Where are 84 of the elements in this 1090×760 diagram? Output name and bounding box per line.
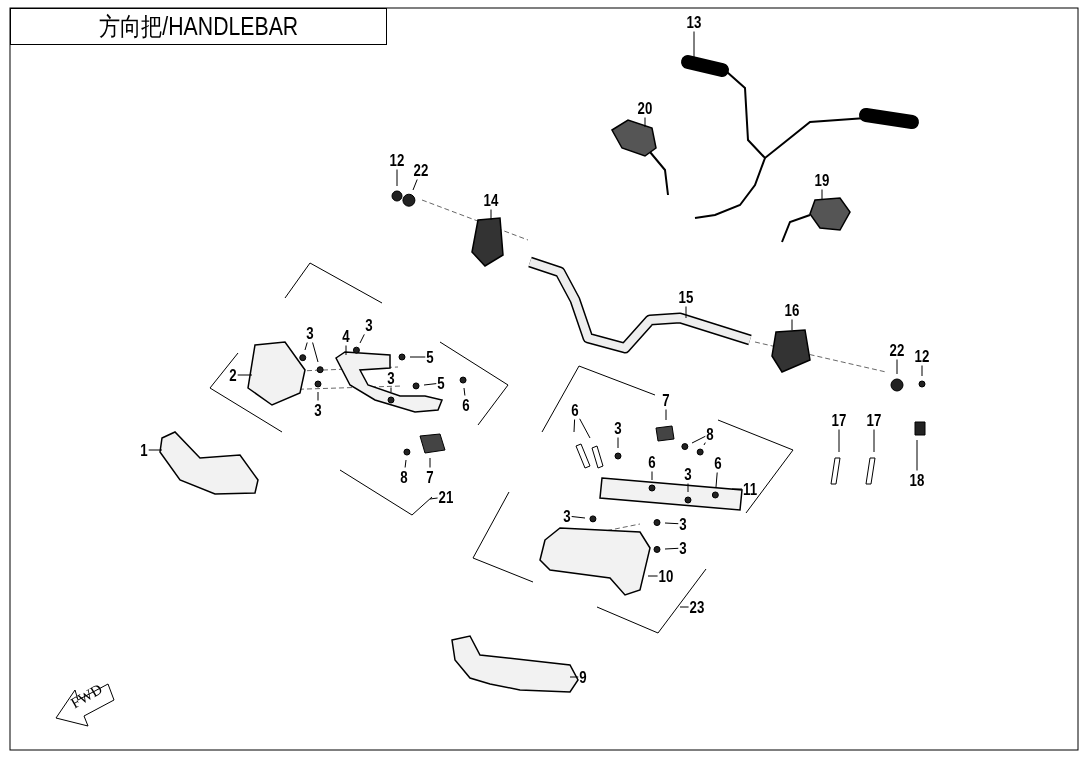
callout-number: 5: [426, 348, 434, 366]
callout-number: 17: [831, 411, 847, 429]
leader-line: [703, 442, 706, 446]
callout-number: 18: [909, 471, 925, 489]
leader-line: [304, 342, 308, 351]
callout-number: 21: [438, 488, 454, 506]
leader-line: [679, 606, 690, 608]
leader-line: [571, 516, 586, 519]
leader-line: [916, 439, 918, 471]
leader-line: [390, 387, 392, 393]
leader-line: [312, 342, 319, 363]
leader-line: [429, 497, 439, 500]
leader-line: [664, 522, 679, 525]
leader-line: [404, 459, 407, 468]
leader-line: [665, 409, 667, 421]
leader-line: [490, 209, 492, 221]
callout-number: 8: [400, 468, 408, 486]
callout-number: 12: [389, 151, 405, 169]
leader-line: [579, 418, 591, 439]
callout-number: 7: [662, 391, 670, 409]
callout-number: 5: [437, 374, 445, 392]
leader-line: [896, 359, 898, 375]
callout-number: 3: [365, 316, 373, 334]
leader-line: [409, 356, 426, 358]
leader-line: [791, 319, 793, 331]
leader-line: [691, 435, 706, 444]
direction-label: FWD: [68, 680, 106, 713]
callout-number: 20: [637, 99, 653, 117]
callout-number: 6: [714, 454, 722, 472]
callout-number: 4: [342, 327, 350, 345]
leader-line: [345, 345, 347, 356]
callout-number: 3: [314, 401, 322, 419]
callout-number: 16: [784, 301, 800, 319]
callout-number: 14: [483, 191, 499, 209]
callout-number: 7: [426, 468, 434, 486]
callout-number: 6: [648, 453, 656, 471]
callout-number: 3: [679, 539, 687, 557]
callout-number: 8: [706, 425, 714, 443]
leader-line: [821, 189, 823, 201]
leader-line: [396, 169, 398, 187]
callout-number: 22: [889, 341, 905, 359]
leader-line: [617, 437, 619, 449]
leader-line: [644, 117, 646, 128]
leader-line: [731, 488, 743, 490]
callout-number: 6: [462, 396, 470, 414]
leader-line: [647, 575, 659, 577]
callout-number: 3: [679, 515, 687, 533]
leader-line: [664, 547, 679, 550]
leader-line: [148, 449, 163, 451]
callout-number: 10: [658, 567, 674, 585]
leader-line: [921, 365, 923, 377]
leader-line: [651, 471, 653, 481]
callout-number: 1: [140, 441, 148, 459]
leader-line: [359, 333, 365, 344]
callout-number: 3: [684, 465, 692, 483]
callout-number: 3: [563, 507, 571, 525]
callout-number: 15: [678, 288, 694, 306]
leader-line: [838, 429, 840, 453]
leader-line: [463, 387, 466, 396]
callout-number: 13: [686, 13, 702, 31]
callout-number: 3: [306, 324, 314, 342]
leader-line: [685, 306, 687, 319]
leader-line: [873, 429, 875, 453]
leader-line: [715, 472, 718, 488]
callout-number: 3: [387, 369, 395, 387]
callout-number: 9: [579, 668, 587, 686]
callout-number: 2: [229, 366, 237, 384]
callout-number: 11: [743, 480, 757, 498]
callout-number: 19: [814, 171, 830, 189]
leader-line: [429, 457, 431, 468]
leader-line: [237, 374, 253, 376]
leader-line: [317, 391, 319, 401]
callout-number: 3: [614, 419, 622, 437]
title-box: 方向把/HANDLEBAR: [10, 8, 387, 45]
callout-number: 17: [866, 411, 882, 429]
leader-line: [573, 419, 576, 433]
leader-line: [569, 676, 579, 678]
callout-number: 12: [914, 347, 930, 365]
callout-number: 6: [571, 401, 579, 419]
callout-number: 23: [689, 598, 705, 616]
leader-line: [687, 483, 689, 493]
callout-number: 22: [413, 161, 429, 179]
leader-line: [423, 383, 437, 386]
leader-line: [412, 179, 418, 191]
